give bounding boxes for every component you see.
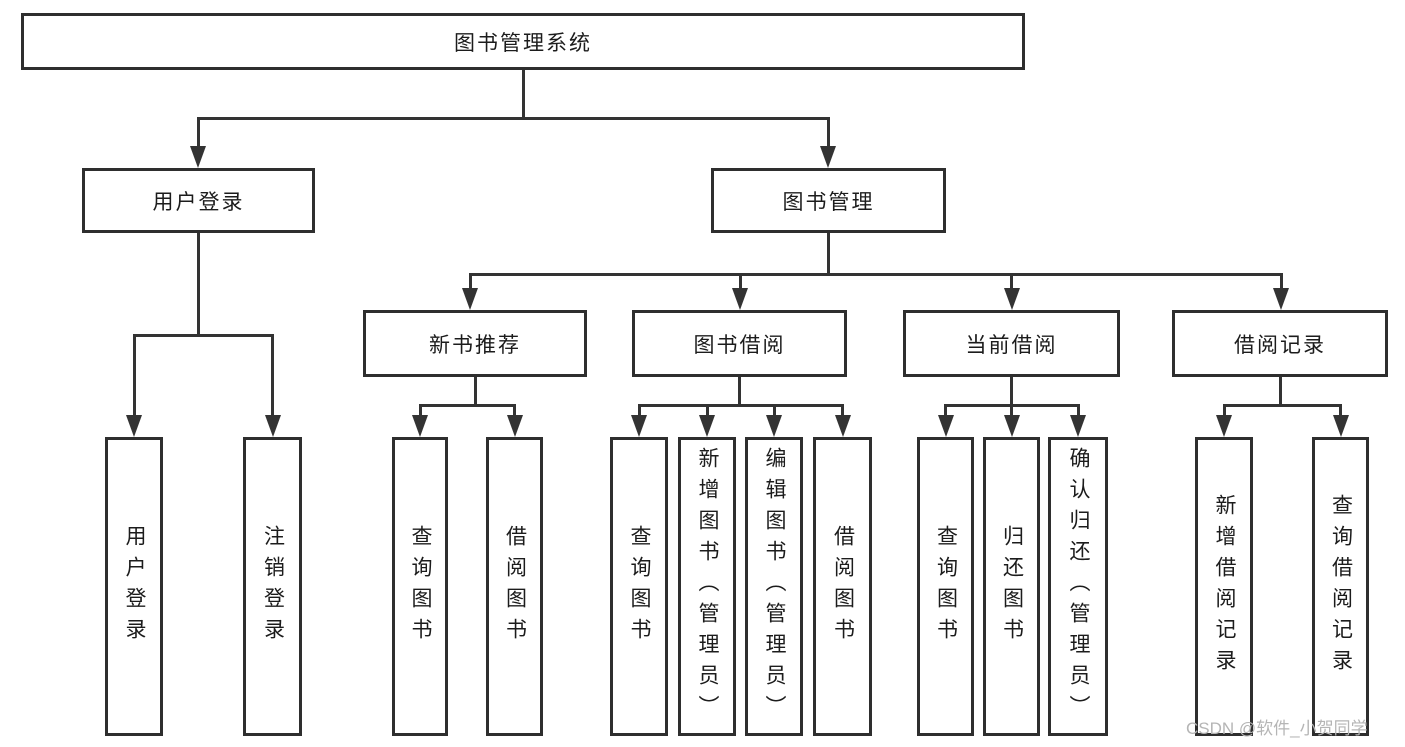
leaf-label: 借阅图书 (503, 524, 527, 649)
leaf-label: 注销登录 (261, 524, 285, 649)
arrowhead-down (732, 288, 748, 310)
connector-user-login-split (132, 334, 274, 337)
connector-book-borrow-stem (738, 377, 741, 407)
arrowhead-down (126, 415, 142, 437)
leaf-label: 确认归还（管理员） (1067, 447, 1090, 726)
connector-root-split (196, 117, 830, 120)
connector-to-leaf (637, 404, 641, 418)
leaf-query-books-borrowing: 查询图书 (610, 437, 668, 736)
connector-to-leaf (705, 404, 709, 418)
arrowhead-down (506, 415, 523, 437)
connector-to-leaf (271, 334, 274, 418)
node-library-system-root: 图书管理系统 (21, 13, 1025, 70)
leaf-query-books-current: 查询图书 (917, 437, 974, 736)
connector-new-book-stem (473, 377, 477, 407)
connector-root-stem (521, 70, 525, 120)
leaf-query-books-recommend: 查询图书 (392, 437, 448, 736)
leaf-label: 新增图书（管理员） (696, 447, 719, 726)
arrowhead-down (766, 415, 782, 437)
arrowhead-down (264, 415, 281, 437)
connector-user-login-stem (196, 233, 200, 337)
leaf-label: 查询图书 (628, 524, 651, 649)
arrowhead-down (834, 415, 851, 437)
arrowhead-down (1273, 288, 1289, 310)
connector-to-user-login (196, 117, 200, 150)
node-label: 用户登录 (152, 190, 245, 214)
arrowhead-down (1003, 415, 1020, 437)
leaf-return-books: 归还图书 (983, 437, 1040, 736)
leaf-borrow-books-borrowing: 借阅图书 (813, 437, 872, 736)
leaf-borrow-books-recommend: 借阅图书 (486, 437, 543, 736)
connector-to-leaf (944, 404, 947, 418)
arrowhead-down (1070, 415, 1086, 437)
leaf-label: 编辑图书（管理员） (763, 447, 786, 726)
leaf-add-book-admin: 新增图书（管理员） (678, 437, 736, 736)
node-label: 图书管理 (782, 190, 875, 214)
node-label: 图书管理系统 (454, 31, 592, 55)
leaf-logout: 注销登录 (243, 437, 302, 736)
leaf-add-borrow-record: 新增借阅记录 (1195, 437, 1253, 736)
leaf-label: 查询图书 (934, 524, 958, 649)
connector-new-book-split (418, 404, 516, 407)
node-label: 当前借阅 (965, 333, 1058, 357)
connector-book-borrow-split (637, 404, 844, 407)
connector-to-level3 (1279, 273, 1283, 291)
leaf-label: 用户登录 (123, 524, 146, 649)
arrowhead-down (1216, 415, 1232, 437)
node-book-borrowing: 图书借阅 (632, 310, 847, 377)
connector-book-management-split (468, 273, 1283, 276)
node-book-management: 图书管理 (711, 168, 946, 233)
leaf-edit-book-admin: 编辑图书（管理员） (745, 437, 803, 736)
arrowhead-down (699, 415, 715, 437)
node-label: 借阅记录 (1234, 333, 1326, 357)
leaf-label: 新增借阅记录 (1213, 493, 1236, 680)
arrowhead-down (462, 288, 478, 310)
node-label: 新书推荐 (429, 333, 521, 357)
connector-to-leaf (1222, 404, 1226, 418)
node-label: 图书借阅 (693, 333, 786, 357)
leaf-label: 归还图书 (1000, 524, 1024, 649)
leaf-label: 借阅图书 (831, 524, 855, 649)
arrowhead-down (820, 146, 836, 168)
connector-to-level3 (468, 273, 472, 291)
connector-current-borrow-stem (1010, 377, 1013, 407)
connector-borrow-record-split (1222, 404, 1342, 407)
arrowhead-down (1003, 288, 1020, 310)
node-new-book-recommendation: 新书推荐 (363, 310, 587, 377)
leaf-user-login: 用户登录 (105, 437, 163, 736)
leaf-query-borrow-record: 查询借阅记录 (1312, 437, 1369, 736)
connector-to-leaf (513, 404, 516, 418)
leaf-label: 查询借阅记录 (1329, 493, 1353, 680)
connector-to-leaf (132, 334, 136, 418)
watermark: CSDN @软件_小贺同学 (1186, 719, 1368, 738)
connector-to-leaf (1010, 404, 1013, 418)
connector-to-leaf (1339, 404, 1342, 418)
connector-to-level3 (1010, 273, 1013, 291)
connector-to-level3 (738, 273, 742, 291)
connector-to-leaf (772, 404, 776, 418)
node-borrowing-records: 借阅记录 (1172, 310, 1388, 377)
arrowhead-down (937, 415, 954, 437)
connector-to-leaf (1076, 404, 1080, 418)
connector-to-leaf (418, 404, 422, 418)
leaf-confirm-return-admin: 确认归还（管理员） (1048, 437, 1108, 736)
arrowhead-down (1332, 415, 1349, 437)
connector-book-management-stem (826, 233, 830, 276)
arrowhead-down (190, 146, 206, 168)
leaf-label: 查询图书 (409, 524, 432, 649)
node-current-borrowing: 当前借阅 (903, 310, 1120, 377)
arrowhead-down (412, 415, 428, 437)
node-user-login: 用户登录 (82, 168, 315, 233)
arrowhead-down (631, 415, 647, 437)
connector-to-book-management (826, 117, 830, 150)
connector-to-leaf (841, 404, 844, 418)
connector-borrow-record-stem (1278, 377, 1282, 407)
